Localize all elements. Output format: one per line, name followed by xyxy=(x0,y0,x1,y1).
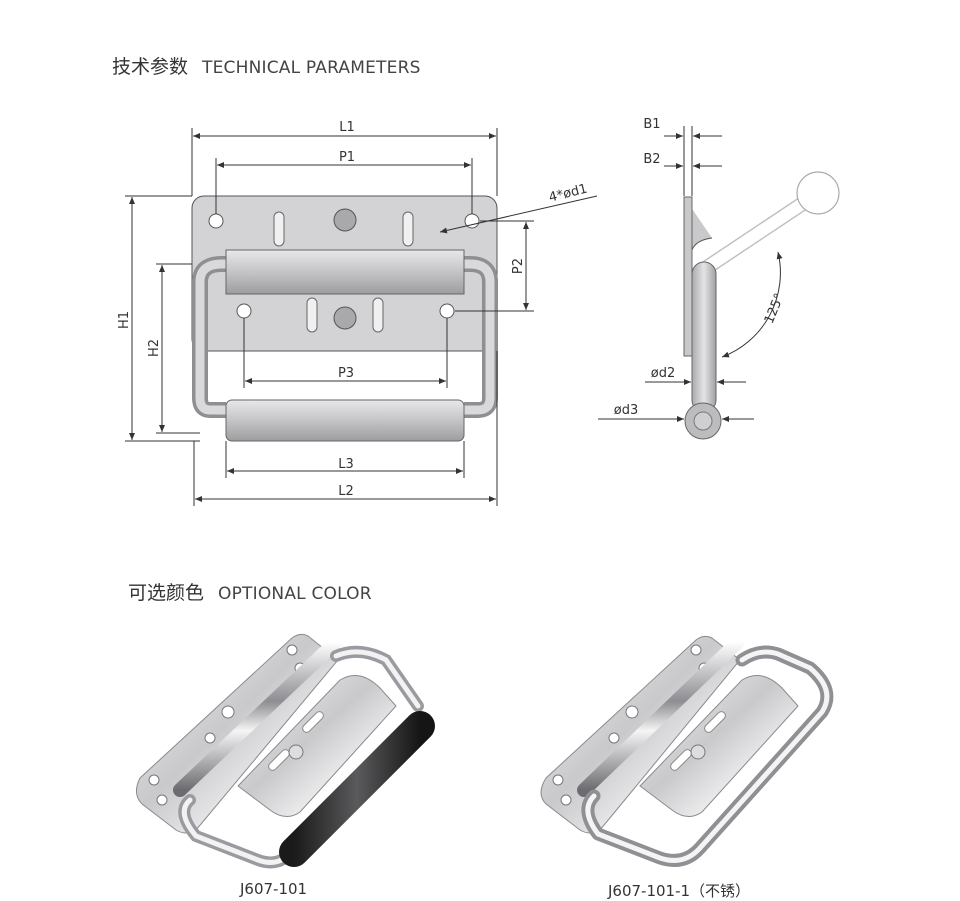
rubber-grip xyxy=(279,711,435,867)
technical-parameters-title: 技术参数 TECHNICAL PARAMETERS xyxy=(112,52,421,79)
mount-hole-icon xyxy=(236,303,252,319)
product-caption-1: J607-101 xyxy=(240,880,308,898)
dim-label-h2: H2 xyxy=(147,339,162,357)
mount-hole-icon xyxy=(439,303,455,319)
title-en: TECHNICAL PARAMETERS xyxy=(202,58,421,78)
title-cn: 可选颜色 xyxy=(128,582,205,604)
side-view: B1 B2 125° ød2 ød3 xyxy=(598,117,840,440)
hinge-bar xyxy=(225,249,465,295)
dim-label-p3: P3 xyxy=(338,366,354,381)
dim-label-d3: ød3 xyxy=(614,403,638,418)
dim-label-b1: B1 xyxy=(643,117,660,132)
mount-hole-icon xyxy=(208,213,224,229)
dim-label-angle: 125° xyxy=(762,291,788,326)
rivet-icon xyxy=(333,306,357,330)
dim-label-l2: L2 xyxy=(338,484,354,499)
dim-label-b2: B2 xyxy=(643,152,660,167)
dim-label-p2: P2 xyxy=(511,258,526,274)
folded-handle xyxy=(691,261,717,413)
dim-label-h1: H1 xyxy=(117,311,132,329)
dim-label-l1: L1 xyxy=(339,120,355,135)
optional-color-title: 可选颜色 OPTIONAL COLOR xyxy=(128,578,372,605)
title-cn: 技术参数 xyxy=(112,56,189,78)
grip-tube xyxy=(225,399,465,442)
slot xyxy=(273,211,285,247)
slot xyxy=(372,297,384,333)
product-image-1 xyxy=(136,633,435,869)
rivet-icon xyxy=(333,208,357,232)
product-image-2 xyxy=(540,635,834,867)
title-en: OPTIONAL COLOR xyxy=(218,584,372,604)
slot xyxy=(306,297,318,333)
dim-label-d1: 4*ød1 xyxy=(547,182,589,206)
dim-label-d2: ød2 xyxy=(651,366,675,381)
dim-label-l3: L3 xyxy=(338,457,354,472)
dim-label-p1: P1 xyxy=(339,150,355,165)
slot xyxy=(402,211,414,247)
front-view: L1 P1 4*ød1 P2 H1 H2 P3 L3 L2 xyxy=(117,120,598,506)
